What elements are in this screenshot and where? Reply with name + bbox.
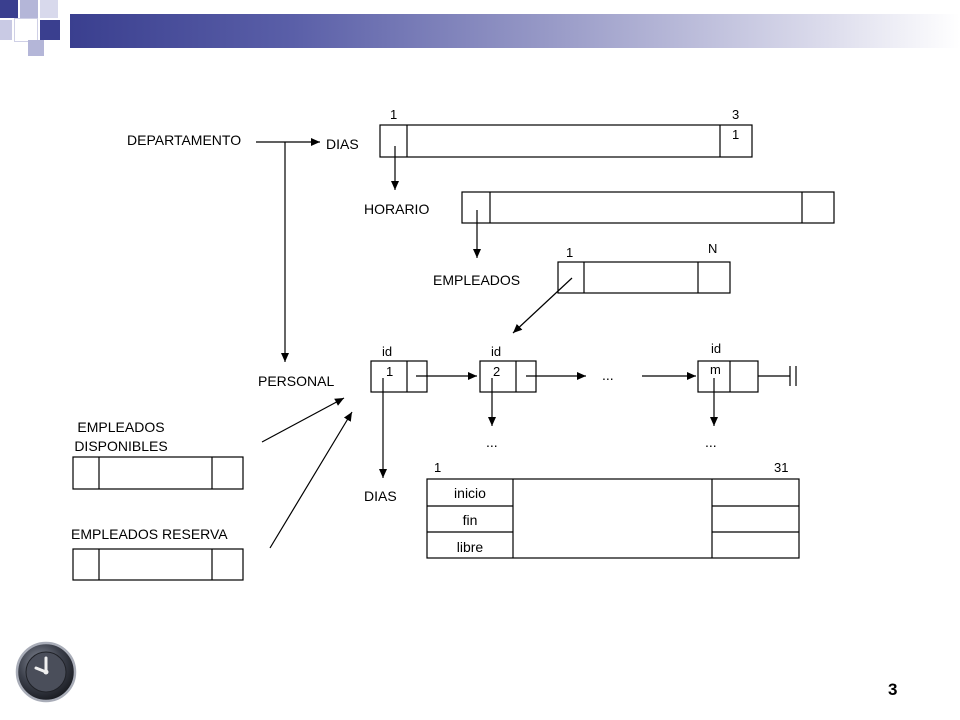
logo-square-7 — [28, 40, 44, 56]
arrow-disponibles-personal — [261, 397, 345, 443]
nodem-num-label: m — [710, 362, 721, 377]
arrow-empleados-node2 — [512, 277, 573, 334]
emp-reserva-box — [72, 548, 244, 581]
clock-icon[interactable] — [14, 640, 78, 704]
horario-array-box — [461, 191, 835, 224]
logo-square-3 — [40, 0, 58, 18]
list-node-m — [697, 360, 759, 393]
logo-square-1 — [0, 0, 18, 18]
node2-id-label: id — [491, 344, 502, 359]
emp-disponibles-label-1: EMPLEADOS — [77, 419, 165, 435]
logo-square-2 — [20, 0, 38, 18]
inicio-field: inicio — [454, 485, 486, 501]
empleados-array-box — [557, 261, 731, 294]
page-number: 3 — [888, 680, 898, 699]
departamento-label: DEPARTAMENTO — [127, 132, 242, 148]
dias-index-end-2: 1 — [732, 127, 740, 142]
header-banner — [70, 14, 960, 48]
ellipsis-mid: ... — [602, 367, 614, 383]
dias-index-start: 1 — [390, 107, 398, 122]
arrow-reserva-personal — [269, 411, 353, 549]
dias-index-end-1: 3 — [732, 107, 740, 122]
dias-bottom-label: DIAS — [364, 488, 397, 504]
nodem-id-label: id — [711, 341, 722, 356]
logo-square-6 — [0, 20, 12, 40]
logo-square-4 — [14, 18, 38, 42]
ellipsis-below-node2: ... — [486, 434, 498, 450]
dias-bottom-index-start: 1 — [434, 460, 442, 475]
ellipsis-below-nodem: ... — [705, 434, 717, 450]
empleados-index-start: 1 — [566, 245, 574, 260]
libre-field: libre — [456, 539, 484, 555]
horario-label: HORARIO — [364, 201, 430, 217]
node1-num-label: 1 — [386, 364, 394, 379]
empleados-label: EMPLEADOS — [433, 272, 521, 288]
node1-id-label: id — [382, 344, 393, 359]
emp-disponibles-box — [72, 456, 244, 490]
emp-disponibles-label-2: DISPONIBLES — [74, 438, 168, 454]
emp-reserva-label: EMPLEADOS RESERVA — [71, 526, 228, 542]
logo-square-5 — [40, 20, 60, 40]
node2-num-label: 2 — [493, 364, 501, 379]
personal-label: PERSONAL — [258, 373, 335, 389]
empleados-index-end: N — [708, 241, 718, 256]
dias-top-label: DIAS — [326, 136, 359, 152]
fin-field: fin — [462, 512, 478, 528]
dias-bottom-table — [426, 478, 800, 559]
dias-bottom-index-end: 31 — [774, 460, 789, 475]
dias-array-box — [379, 124, 753, 158]
